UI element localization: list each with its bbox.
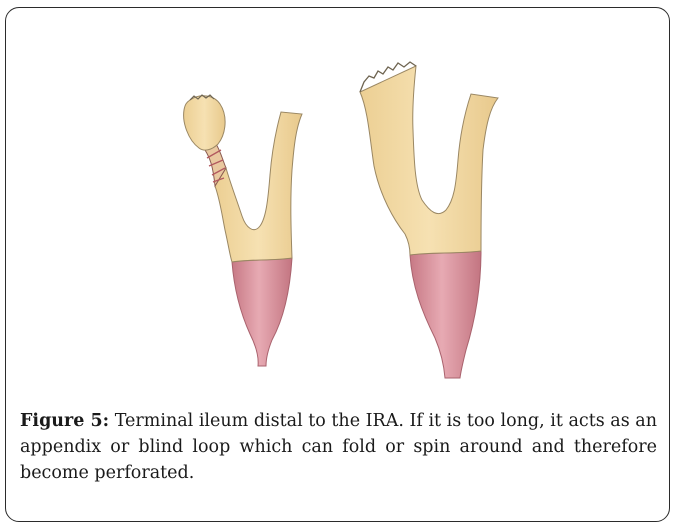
figure-caption: Figure 5: Terminal ileum distal to the I…	[20, 408, 657, 486]
figure-caption-text: Terminal ileum distal to the IRA. If it …	[20, 411, 657, 483]
left-rectum	[232, 258, 292, 366]
left-ileum-drawing	[184, 95, 302, 366]
right-ileum-drawing	[360, 62, 498, 378]
figure-illustration	[0, 0, 677, 400]
right-ileum-loop	[360, 66, 498, 255]
right-rectum	[410, 251, 481, 378]
left-ileum-loop	[215, 112, 302, 262]
figure-label: Figure 5:	[20, 411, 109, 431]
left-bulb	[184, 96, 225, 150]
